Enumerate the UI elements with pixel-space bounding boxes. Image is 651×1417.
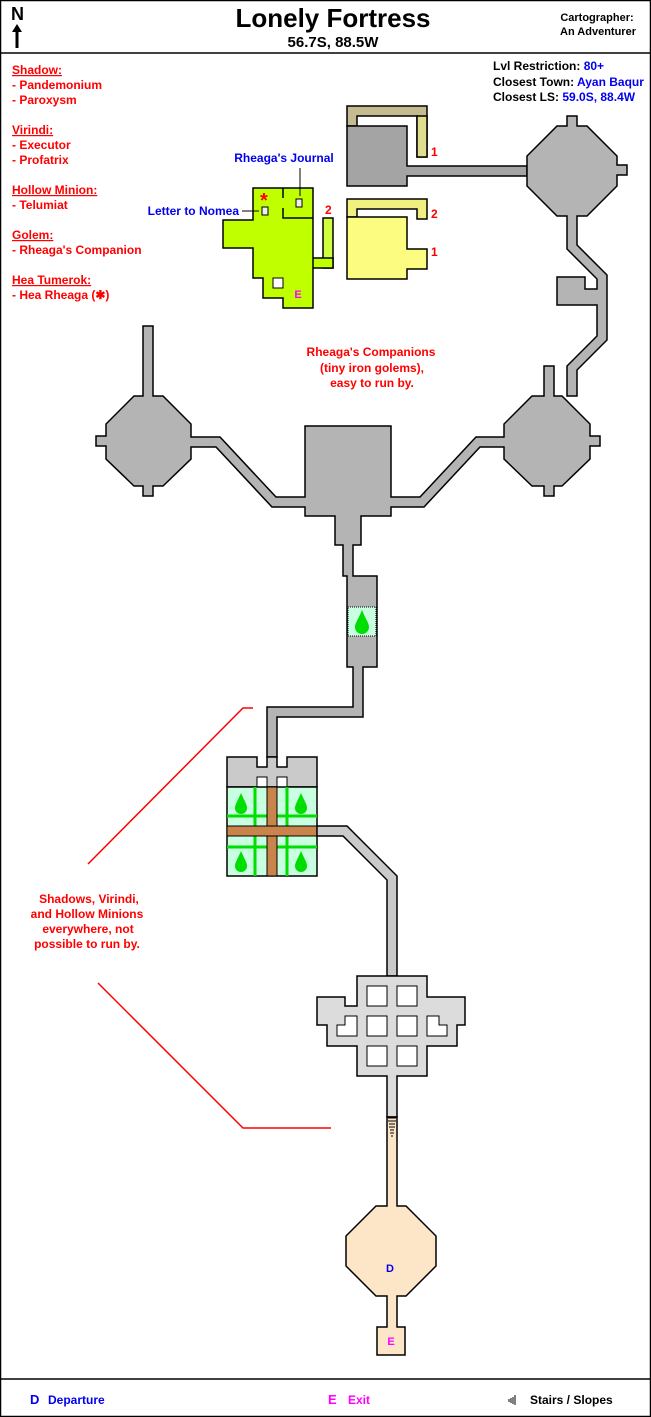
cartographer-name: An Adventurer (560, 26, 637, 38)
legend-stairs-label: Stairs / Slopes (530, 1393, 613, 1407)
central-hall: Rheaga's Companions (tiny iron golems), … (95, 325, 601, 758)
boss-room: * 2 E Rheaga's Journal Letter to Nomea (148, 151, 334, 309)
companions-note-line: easy to run by. (330, 376, 414, 390)
creature: - Telumiat (12, 198, 68, 212)
creature: - Profatrix (12, 153, 69, 167)
creature-group: Shadow: (12, 63, 62, 77)
town-label: Closest Town: (493, 75, 574, 89)
creature-group: Golem: (12, 228, 53, 242)
garden-room (226, 756, 398, 977)
creature-group: Hollow Minion: (12, 183, 97, 197)
stairs-icon (508, 1395, 516, 1405)
departure-marker: D (386, 1263, 394, 1275)
location-coords: 56.7S, 88.5W (288, 34, 380, 51)
northeast-octagon-room (526, 115, 628, 397)
creature: - Hea Rheaga (✱) (12, 288, 109, 302)
svg-text:Lvl Restriction: 80+: Lvl Restriction: 80+ (493, 59, 604, 73)
town-value: Ayan Baqur (577, 75, 644, 89)
svg-text:Closest LS: 59.0S, 88.4W: Closest LS: 59.0S, 88.4W (493, 90, 636, 104)
drop-icon (355, 610, 369, 634)
letter-icon[interactable] (261, 206, 269, 216)
stair-link-1: 1 (431, 145, 438, 159)
letter-label: Letter to Nomea (148, 204, 240, 218)
svg-text:Closest Town: Ayan Baqur: Closest Town: Ayan Baqur (493, 75, 644, 89)
danger-annotation: Shadows, Virindi, and Hollow Minions eve… (31, 707, 331, 1129)
creature: - Executor (12, 138, 71, 152)
grid-room: D E (316, 975, 466, 1356)
danger-note-line: and Hollow Minions (31, 907, 144, 921)
upper-yellow-room: 2 1 (346, 198, 438, 280)
legend-departure-key: D (30, 1392, 39, 1407)
stair-link-2: 2 (431, 207, 438, 221)
creature-list: Shadow: - Pandemonium - Paroxysm Virindi… (12, 63, 142, 302)
journal-label: Rheaga's Journal (234, 151, 334, 165)
stair-link-2-green: 2 (325, 203, 332, 217)
lvl-value: 80+ (584, 59, 604, 73)
boss-marker: * (260, 190, 268, 212)
danger-note-line: possible to run by. (34, 937, 140, 951)
exit-marker-upper: E (294, 289, 301, 301)
exit-marker: E (387, 1336, 394, 1348)
page-title: Lonely Fortress (235, 3, 430, 33)
creature: - Paroxysm (12, 93, 77, 107)
legend-exit-label: Exit (348, 1393, 370, 1407)
creature-group: Virindi: (12, 123, 53, 137)
companions-note-line: Rheaga's Companions (307, 345, 436, 359)
ls-label: Closest LS: (493, 90, 559, 104)
north-arrow-icon (12, 24, 22, 48)
compass-label: N (11, 4, 24, 24)
legend-exit-key: E (328, 1392, 337, 1407)
creature-group: Hea Tumerok: (12, 273, 91, 287)
danger-note-line: everywhere, not (42, 922, 133, 936)
cartographer-label: Cartographer: (560, 12, 633, 24)
stair-link-1b: 1 (431, 245, 438, 259)
companions-note-line: (tiny iron golems), (320, 361, 424, 375)
ls-value: 59.0S, 88.4W (562, 90, 635, 104)
creature: - Rheaga's Companion (12, 243, 142, 257)
legend-departure-label: Departure (48, 1393, 105, 1407)
danger-note-line: Shadows, Virindi, (39, 892, 139, 906)
lvl-label: Lvl Restriction: (493, 59, 580, 73)
creature: - Pandemonium (12, 78, 102, 92)
journal-icon[interactable] (295, 198, 303, 208)
